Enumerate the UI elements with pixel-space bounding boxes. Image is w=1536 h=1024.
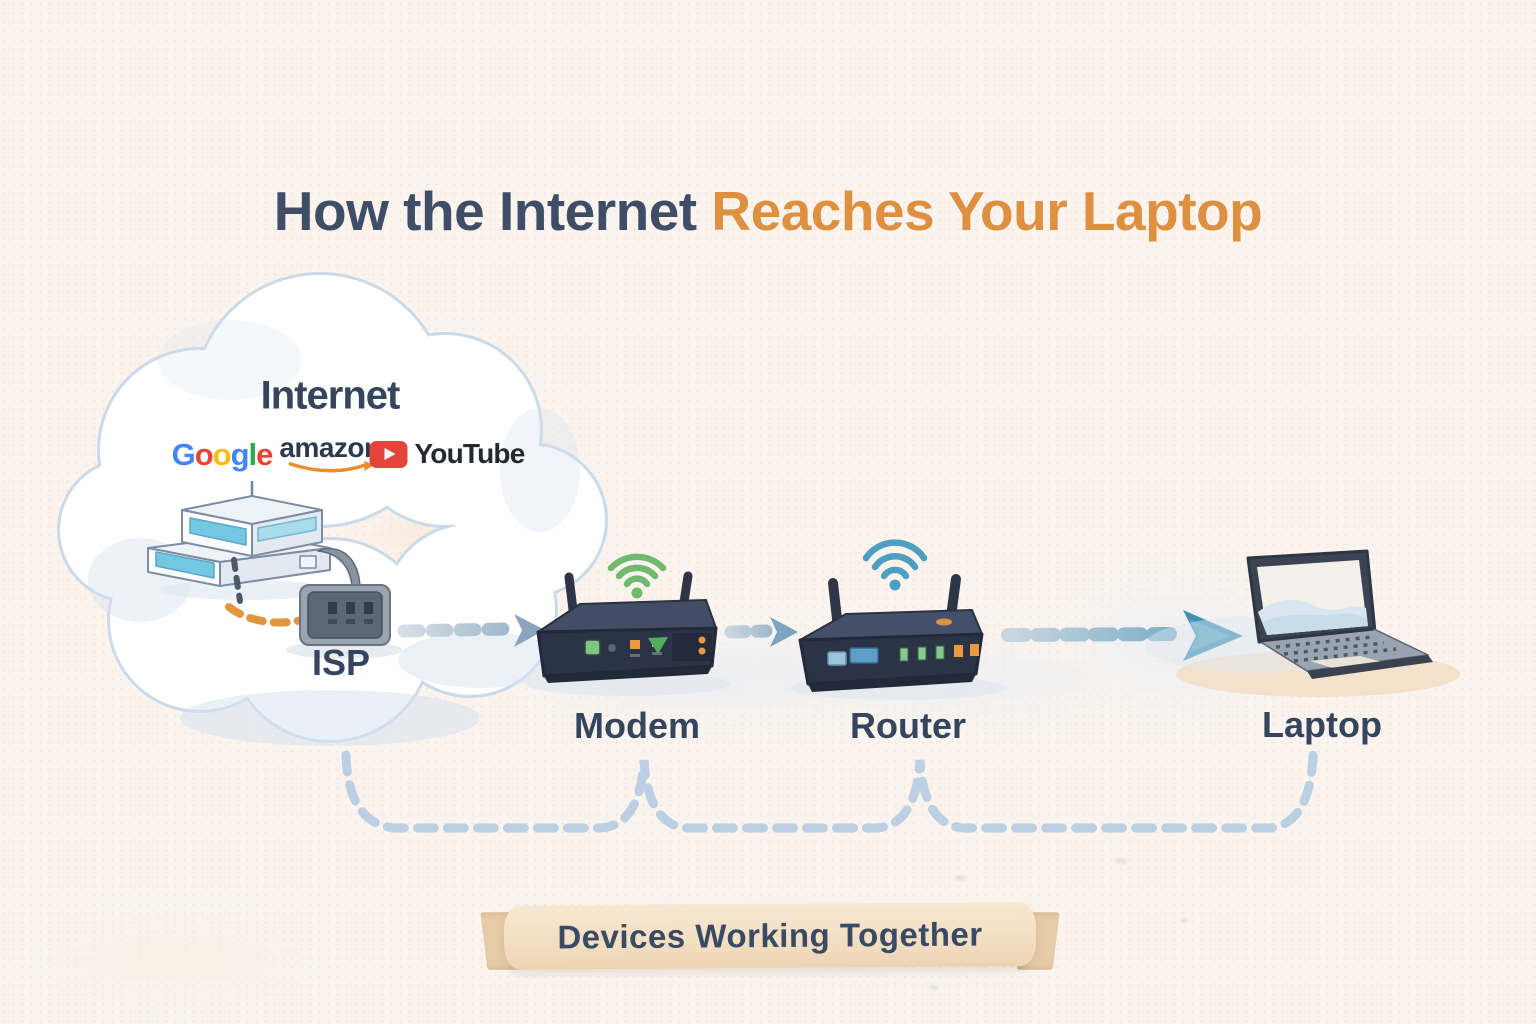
google-letter: g bbox=[230, 437, 250, 472]
google-letter: o bbox=[212, 437, 232, 472]
youtube-logo-text: YouTube bbox=[414, 438, 525, 469]
arrow-modem-to-router bbox=[724, 617, 798, 647]
router-device bbox=[790, 539, 1006, 700]
datacenter-building bbox=[147, 481, 331, 600]
amazon-logo: amazon bbox=[279, 432, 381, 475]
amazon-logo-text: amazon bbox=[279, 432, 381, 463]
wifi-icon-green bbox=[607, 553, 667, 599]
title-accent: Reaches Your Laptop bbox=[711, 179, 1263, 242]
youtube-play-icon bbox=[369, 440, 408, 468]
isp-device bbox=[286, 548, 402, 659]
router-label: Router bbox=[850, 705, 966, 746]
banner-text: Devices Working Together bbox=[557, 915, 983, 956]
google-letter: l bbox=[248, 437, 258, 472]
modem-label: Modem bbox=[574, 705, 700, 746]
youtube-logo: YouTube bbox=[369, 438, 525, 470]
google-logo: Google bbox=[171, 437, 274, 473]
isp-label: ISP bbox=[311, 642, 371, 683]
internet-label: Internet bbox=[260, 373, 401, 418]
laptop-label: Laptop bbox=[1262, 704, 1382, 745]
page-title: How the Internet Reaches Your Laptop bbox=[0, 179, 1536, 243]
grouping-bracket bbox=[341, 750, 1318, 833]
banner-band: Devices Working Together bbox=[503, 902, 1037, 970]
google-letter: G bbox=[171, 437, 196, 472]
laptop-device bbox=[1145, 549, 1460, 697]
amazon-smile-icon bbox=[288, 461, 374, 473]
title-primary: How the Internet bbox=[273, 179, 712, 242]
arrow-isp-to-modem bbox=[397, 614, 545, 647]
banner-ribbon: Devices Working Together bbox=[478, 900, 1062, 980]
google-letter: o bbox=[194, 437, 214, 472]
wifi-icon-blue bbox=[862, 539, 928, 591]
google-letter: e bbox=[256, 437, 273, 472]
